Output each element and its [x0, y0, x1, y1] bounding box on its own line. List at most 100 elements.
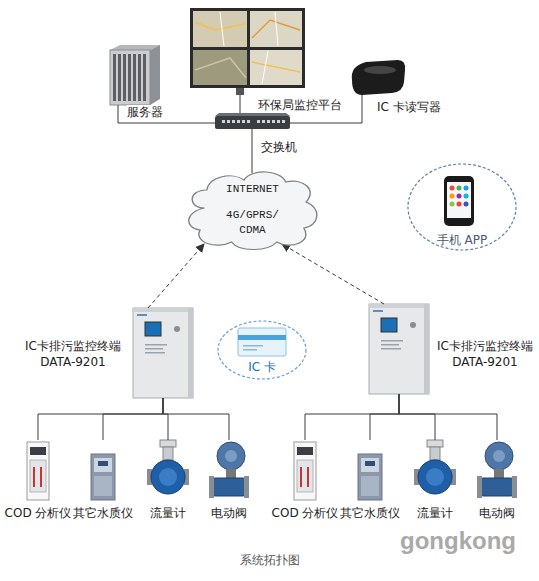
node-label: 电动阀 [210, 506, 248, 520]
flowmeter-icon [414, 440, 456, 494]
dashed-ellipse [218, 321, 306, 379]
app-icon [457, 194, 462, 199]
terminal-cabinet [369, 304, 429, 394]
electric-valve-icon [477, 442, 517, 498]
switch-port [237, 120, 240, 123]
dashed-ellipse [408, 164, 516, 250]
server-front [110, 50, 150, 105]
card-reader: IC 卡读写器 [350, 58, 405, 95]
mobile-app: 手机 APP [407, 163, 517, 251]
connector-arrow [148, 244, 204, 308]
connector-line [370, 394, 399, 440]
cod-analyzer-icon [294, 442, 316, 500]
cod-analyzer: COD 分析仪 [285, 440, 325, 502]
wall-frame [190, 8, 305, 88]
connector-line [118, 105, 215, 123]
water-quality-icon [91, 454, 115, 500]
connector-line [240, 95, 241, 113]
switch-top [215, 113, 290, 116]
reader-body [352, 60, 405, 95]
flowmeter-icon [147, 440, 189, 494]
terminal-cabinet [133, 308, 193, 398]
switch-port [232, 120, 235, 123]
phone-icon [444, 176, 474, 226]
map-road [252, 62, 300, 72]
monitoring-terminal: IC卡排污监控终端 DATA-9201 [133, 308, 193, 398]
node-label: 4G/GPRS/ CDMA [217, 208, 289, 238]
water-quality-meter: 其它水质仪 [83, 440, 123, 502]
server: 服务器 [105, 45, 160, 105]
app-icon [464, 186, 469, 191]
ic-card: IC 卡 [217, 320, 307, 380]
switch-front [215, 116, 290, 129]
map-road [275, 12, 278, 46]
electric-valve: 电动阀 [477, 440, 517, 502]
node-label: COD 分析仪 [271, 506, 340, 520]
server-blade [133, 54, 136, 101]
flowmeter: 流量计 [415, 440, 455, 502]
map-panel [193, 50, 247, 85]
node-label: 流量计 [416, 506, 454, 520]
cod-analyzer: COD 分析仪 [18, 440, 58, 502]
server-blade [143, 54, 146, 101]
card-line [243, 349, 257, 351]
server-blade [113, 54, 116, 101]
map-road [195, 58, 246, 78]
reader-highlight [364, 66, 396, 74]
connector-line [163, 398, 168, 440]
server-side [150, 45, 160, 105]
server-blade [138, 54, 141, 101]
map-road [262, 51, 268, 84]
app-icon [450, 186, 455, 191]
app-icon [450, 194, 455, 199]
connector-line [305, 394, 399, 440]
app-icon [464, 202, 469, 207]
connector-line [399, 394, 497, 440]
video-wall-icon [190, 8, 305, 95]
map-panel [193, 11, 247, 47]
network-switch: 交换机 [215, 113, 290, 129]
water-quality-meter: 其它水质仪 [350, 440, 390, 502]
switch-port [242, 120, 245, 123]
map-panel [250, 50, 302, 85]
node-label: 其它水质仪 [72, 506, 134, 520]
app-icon [457, 186, 462, 191]
switch-port [272, 120, 275, 123]
switch-port [227, 120, 230, 123]
node-label: 交换机 [261, 140, 297, 154]
electric-valve: 电动阀 [209, 440, 249, 502]
app-icon [457, 202, 462, 207]
node-label: COD 分析仪 [4, 506, 73, 520]
node-label: INTERNET [182, 182, 323, 196]
phone-screen [447, 182, 471, 218]
node-label: 手机 APP [437, 233, 488, 247]
connector-line [38, 398, 163, 440]
switch-port [282, 120, 285, 123]
map-panel [250, 11, 302, 47]
card-stripe [238, 335, 286, 340]
switch-port [262, 120, 265, 123]
connector-group [38, 95, 497, 440]
switch-port [257, 120, 260, 123]
switch-icon [215, 113, 290, 129]
monitor-platform: 环保局监控平台 [190, 8, 305, 95]
switch-port [277, 120, 280, 123]
water-quality-icon [358, 454, 382, 500]
card-line [243, 345, 263, 347]
wall-stand [236, 88, 244, 95]
server-blade [123, 54, 126, 101]
flowmeter: 流量计 [148, 440, 188, 502]
node-label: 环保局监控平台 [256, 98, 344, 112]
connector-line [163, 398, 229, 440]
server-icon [110, 45, 160, 105]
ic-card-icon [238, 328, 286, 356]
node-label: 电动阀 [478, 506, 516, 520]
connector-line [252, 129, 253, 173]
server-blade [118, 54, 121, 101]
app-icon [450, 202, 455, 207]
card-body [238, 328, 286, 356]
